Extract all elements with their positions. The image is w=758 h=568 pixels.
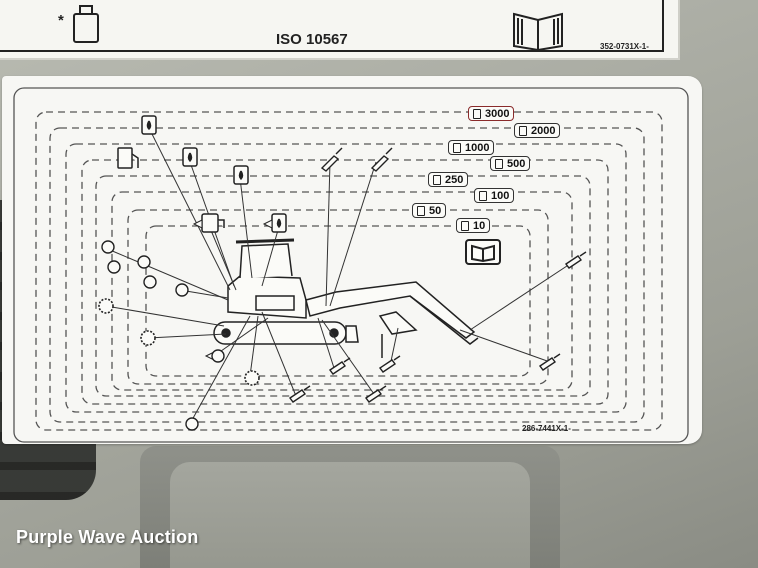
interval-label-3000: 3000 (468, 106, 515, 121)
asterisk-mark: * (58, 12, 64, 29)
oil-container-icons (117, 115, 287, 233)
fuel-filter-icon (201, 213, 225, 233)
grease-point-icons (101, 240, 225, 431)
iso-standard-label: ISO 10567 (276, 31, 348, 48)
interval-label-50: 50 (412, 203, 447, 218)
watermark-text: Purple Wave Auction (16, 527, 199, 547)
oil-drop-icon (141, 115, 157, 135)
frame-50 (127, 209, 549, 385)
frame-10 (145, 225, 531, 377)
interval-label-250: 250 (428, 172, 469, 187)
oil-drop-icon (233, 165, 249, 185)
oil-drop-icon (271, 213, 287, 233)
outer-frame (13, 87, 689, 443)
interval-label-100: 100 (474, 188, 515, 203)
frame-1000 (65, 143, 627, 413)
top-decal-border (0, 0, 664, 52)
main-part-number: 286-7441X-1- (522, 424, 571, 433)
fluid-container-icon (73, 5, 99, 43)
frame-2000 (49, 127, 645, 423)
top-decal (0, 0, 680, 60)
grease-gun-icons (288, 147, 587, 403)
manual-book-icon (513, 12, 563, 52)
interval-label-1000: 1000 (448, 140, 495, 155)
maintenance-interval-decal (2, 76, 702, 444)
oil-drop-icon (182, 147, 198, 167)
filter-icons (98, 298, 260, 386)
excavator-diagram (213, 238, 479, 358)
fuel-pump-icon (117, 147, 139, 169)
interval-label-2000: 2000 (514, 123, 561, 138)
frame-250 (95, 175, 591, 397)
lower-cavity-inner (170, 462, 530, 568)
top-part-number: 352-0731X-1- (600, 42, 649, 51)
frame-100 (111, 191, 573, 391)
manual-book-icon (465, 239, 501, 265)
interval-label-10: 10 (456, 218, 491, 233)
frame-3000 (35, 111, 663, 431)
frame-500 (81, 159, 609, 405)
interval-label-500: 500 (490, 156, 531, 171)
